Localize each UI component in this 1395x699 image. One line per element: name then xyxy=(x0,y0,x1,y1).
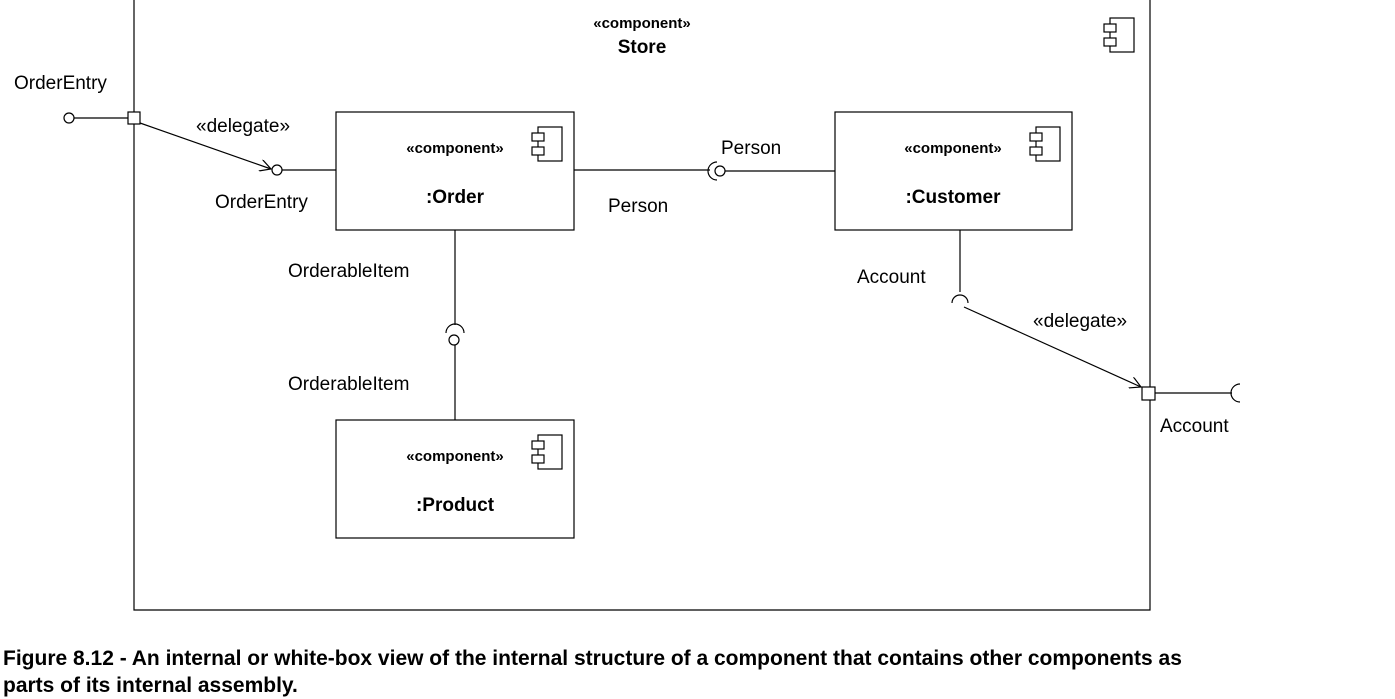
delegate-label-bottom: «delegate» xyxy=(1033,311,1127,332)
order-box xyxy=(335,111,575,231)
order-entry-internal-label: OrderEntry xyxy=(215,192,308,213)
figure-caption-line-1: Figure 8.12 - An internal or white-box v… xyxy=(3,647,1182,670)
delegate-arrow-bottom xyxy=(963,306,1141,387)
account-internal-interface: Account xyxy=(857,230,969,304)
person-required-label: Person xyxy=(608,196,668,217)
product-component: «component» :Product xyxy=(335,419,575,539)
customer-name: :Customer xyxy=(905,187,1001,208)
component-diagram: «component» Store OrderEntry «delegate» … xyxy=(14,0,1241,611)
customer-component: «component» :Customer xyxy=(834,111,1073,231)
account-external-label: Account xyxy=(1160,416,1229,437)
figure-caption-line-2: parts of its internal assembly. xyxy=(3,674,298,697)
delegate-label-top: «delegate» xyxy=(196,116,290,137)
delegate-connector-bottom: «delegate» xyxy=(963,306,1141,387)
account-internal-label: Account xyxy=(857,267,926,288)
delegate-connector-top: «delegate» xyxy=(139,116,290,169)
store-name: Store xyxy=(618,37,667,58)
order-entry-external-label: OrderEntry xyxy=(14,73,107,94)
orderable-item-ball xyxy=(448,334,460,346)
figure-caption: Figure 8.12 - An internal or white-box v… xyxy=(3,645,1395,699)
store-stereotype: «component» xyxy=(593,15,691,32)
customer-stereotype: «component» xyxy=(904,140,1002,157)
orderable-item-assembly: OrderableItem OrderableItem xyxy=(288,230,465,420)
order-entry-internal-lollipop xyxy=(271,164,283,176)
order-entry-port xyxy=(127,111,141,125)
delegate-arrow-top xyxy=(139,122,271,169)
store-frame xyxy=(133,0,1151,611)
order-name: :Order xyxy=(426,187,485,208)
order-component: «component» :Order xyxy=(335,111,575,231)
product-name: :Product xyxy=(416,495,495,516)
order-stereotype: «component» xyxy=(406,140,504,157)
account-internal-socket xyxy=(951,294,969,304)
product-stereotype: «component» xyxy=(406,448,504,465)
person-provided-label: Person xyxy=(721,138,781,159)
store-component: «component» Store xyxy=(133,0,1151,611)
account-external-socket xyxy=(1230,383,1241,403)
person-assembly: Person Person xyxy=(574,138,835,217)
order-entry-interface: OrderEntry xyxy=(215,164,336,213)
account-port xyxy=(1141,386,1156,401)
order-entry-port-group: OrderEntry xyxy=(14,73,141,125)
orderable-item-provided-label: OrderableItem xyxy=(288,374,409,395)
product-box xyxy=(335,419,575,539)
customer-box xyxy=(834,111,1073,231)
order-entry-external-lollipop xyxy=(63,112,75,124)
store-component-icon xyxy=(1103,17,1135,53)
account-port-group: Account xyxy=(1141,383,1241,437)
orderable-item-required-label: OrderableItem xyxy=(288,261,409,282)
person-socket xyxy=(707,161,718,181)
person-ball xyxy=(714,165,726,177)
orderable-item-socket xyxy=(445,323,465,334)
